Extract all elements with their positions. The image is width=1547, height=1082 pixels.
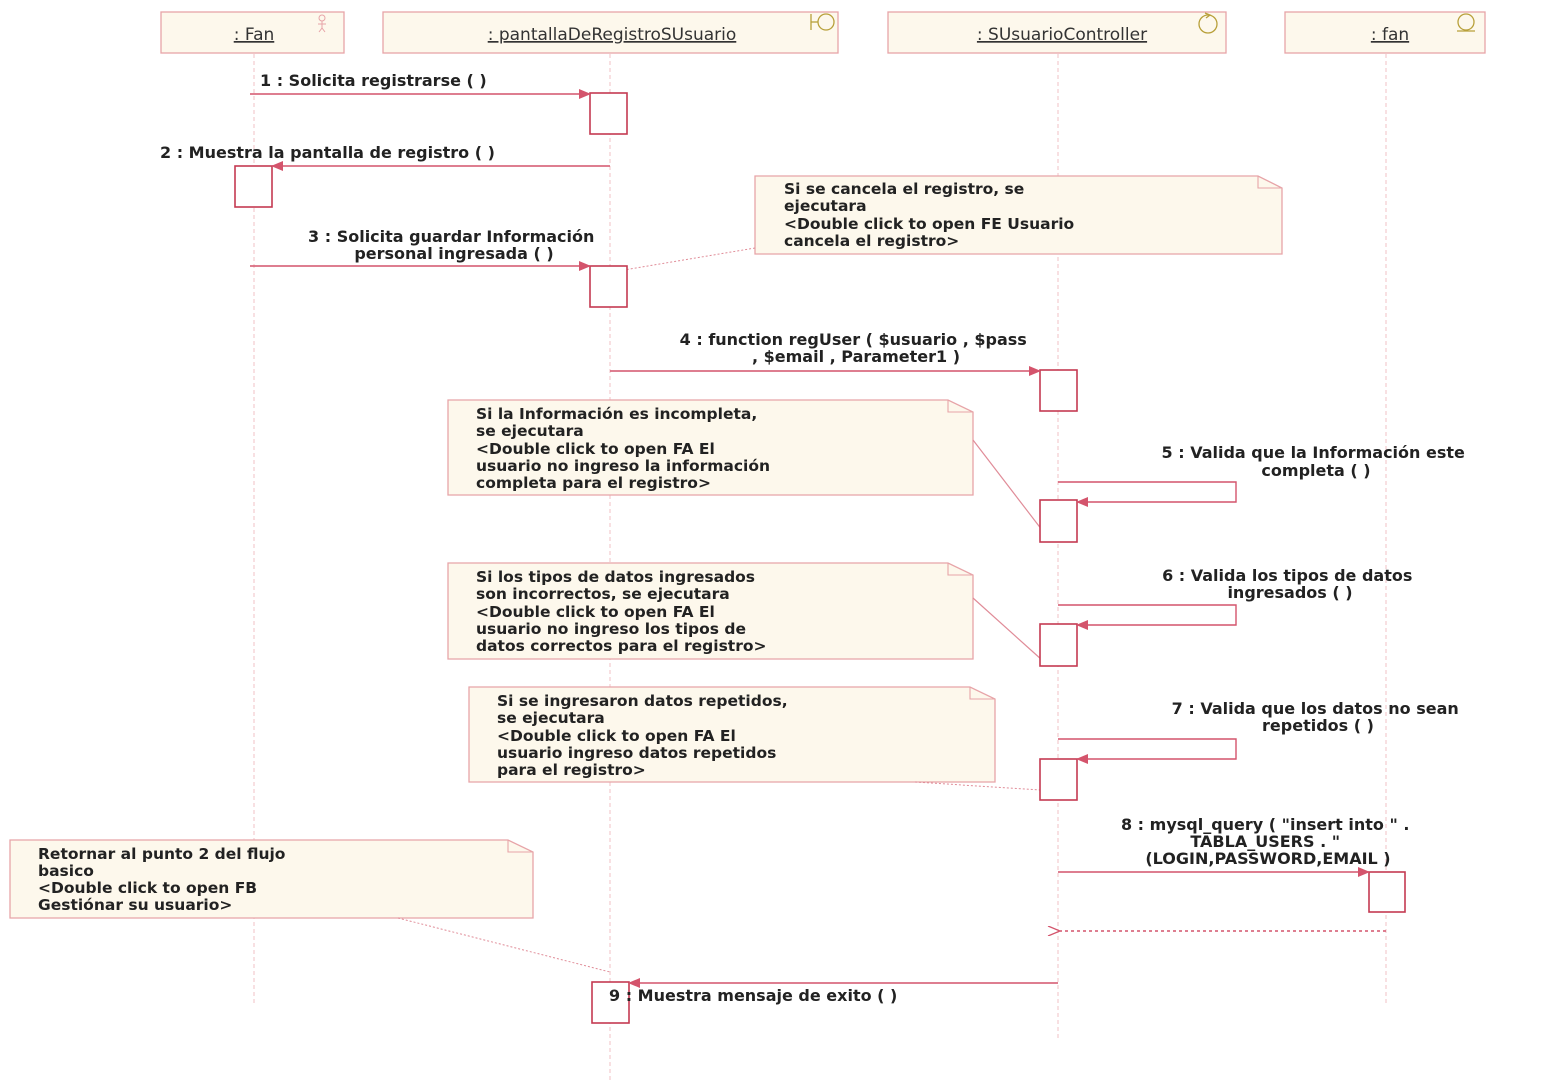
activation-bar bbox=[1368, 871, 1406, 913]
note-incompleta[interactable]: Si la Información es incompleta, se ejec… bbox=[447, 399, 974, 496]
message-6-self[interactable]: 6 : Valida los tipos de datos ingresados… bbox=[1058, 566, 1418, 630]
message-8[interactable]: 8 : mysql_query ( "insert into " . TABLA… bbox=[1058, 815, 1415, 877]
message-label: 6 : Valida los tipos de datos ingresados… bbox=[1162, 566, 1418, 602]
participant-fan-entity[interactable]: : fan bbox=[1284, 11, 1486, 54]
message-9[interactable]: 9 : Muestra mensaje de exito ( ) bbox=[609, 978, 1058, 1005]
actor-icon bbox=[318, 14, 326, 33]
message-label: 5 : Valida que la Información este compl… bbox=[1162, 443, 1471, 480]
note-anchor-incompleta bbox=[972, 439, 1043, 531]
message-4[interactable]: 4 : function regUser ( $usuario , $pass … bbox=[610, 330, 1041, 376]
message-arrow bbox=[1058, 738, 1237, 764]
note-text: Si se ingresaron datos repetidos, se eje… bbox=[497, 692, 793, 779]
note-repetidos[interactable]: Si se ingresaron datos repetidos, se eje… bbox=[468, 686, 996, 783]
message-label: 7 : Valida que los datos no sean repetid… bbox=[1172, 699, 1465, 735]
activation-bar bbox=[1039, 623, 1078, 667]
message-label: 3 : Solicita guardar Información persona… bbox=[308, 227, 600, 263]
message-label: 9 : Muestra mensaje de exito ( ) bbox=[609, 986, 897, 1005]
note-text: Retornar al punto 2 del flujo basico <Do… bbox=[38, 845, 291, 914]
note-tipos[interactable]: Si los tipos de datos ingresados son inc… bbox=[447, 562, 974, 660]
participant-label: : SUsuarioController bbox=[977, 25, 1147, 45]
participant-pantalla[interactable]: : pantallaDeRegistroSUsuario bbox=[382, 11, 839, 54]
activation-bar bbox=[1039, 758, 1078, 801]
entity-icon bbox=[1457, 13, 1475, 32]
participant-controller[interactable]: : SUsuarioController bbox=[887, 11, 1227, 54]
note-anchor-tipos bbox=[972, 597, 1043, 661]
note-text: Si se cancela el registro, se ejecutara … bbox=[784, 180, 1080, 250]
activation-bar bbox=[589, 92, 628, 135]
message-label: 1 : Solicita registrarse ( ) bbox=[260, 71, 487, 90]
message-label: 4 : function regUser ( $usuario , $pass … bbox=[680, 330, 1033, 366]
activation-bar bbox=[1039, 369, 1078, 412]
note-cancel[interactable]: Si se cancela el registro, se ejecutara … bbox=[754, 175, 1283, 255]
message-1[interactable]: 1 : Solicita registrarse ( ) bbox=[250, 71, 591, 99]
note-anchor-cancel bbox=[611, 247, 756, 273]
activation-bar bbox=[1039, 499, 1078, 543]
participant-label: : Fan bbox=[234, 25, 275, 45]
message-5-self[interactable]: 5 : Valida que la Información este compl… bbox=[1058, 443, 1471, 507]
note-text: Si la Información es incompleta, se ejec… bbox=[476, 405, 775, 492]
message-7-self[interactable]: 7 : Valida que los datos no sean repetid… bbox=[1058, 699, 1465, 764]
message-label: 8 : mysql_query ( "insert into " . TABLA… bbox=[1121, 815, 1415, 868]
message-arrow bbox=[1058, 604, 1237, 630]
message-label: 2 : Muestra la pantalla de registro ( ) bbox=[160, 143, 495, 162]
participant-label: : pantallaDeRegistroSUsuario bbox=[488, 25, 737, 45]
activation-bar bbox=[234, 165, 273, 208]
message-arrow bbox=[1058, 481, 1237, 507]
participant-label: : fan bbox=[1371, 25, 1409, 45]
activation-bar bbox=[589, 265, 628, 308]
message-3[interactable]: 3 : Solicita guardar Información persona… bbox=[250, 227, 600, 271]
control-icon bbox=[1198, 12, 1218, 34]
note-text: Si los tipos de datos ingresados son inc… bbox=[476, 568, 767, 655]
participant-fan-actor[interactable]: : Fan bbox=[160, 11, 345, 54]
note-retornar[interactable]: Retornar al punto 2 del flujo basico <Do… bbox=[9, 839, 534, 919]
note-anchor-repetidos bbox=[914, 781, 1041, 791]
activation-bar bbox=[591, 981, 630, 1024]
note-anchor-retornar bbox=[397, 917, 611, 973]
message-2[interactable]: 2 : Muestra la pantalla de registro ( ) bbox=[160, 143, 610, 171]
boundary-icon bbox=[810, 13, 835, 31]
